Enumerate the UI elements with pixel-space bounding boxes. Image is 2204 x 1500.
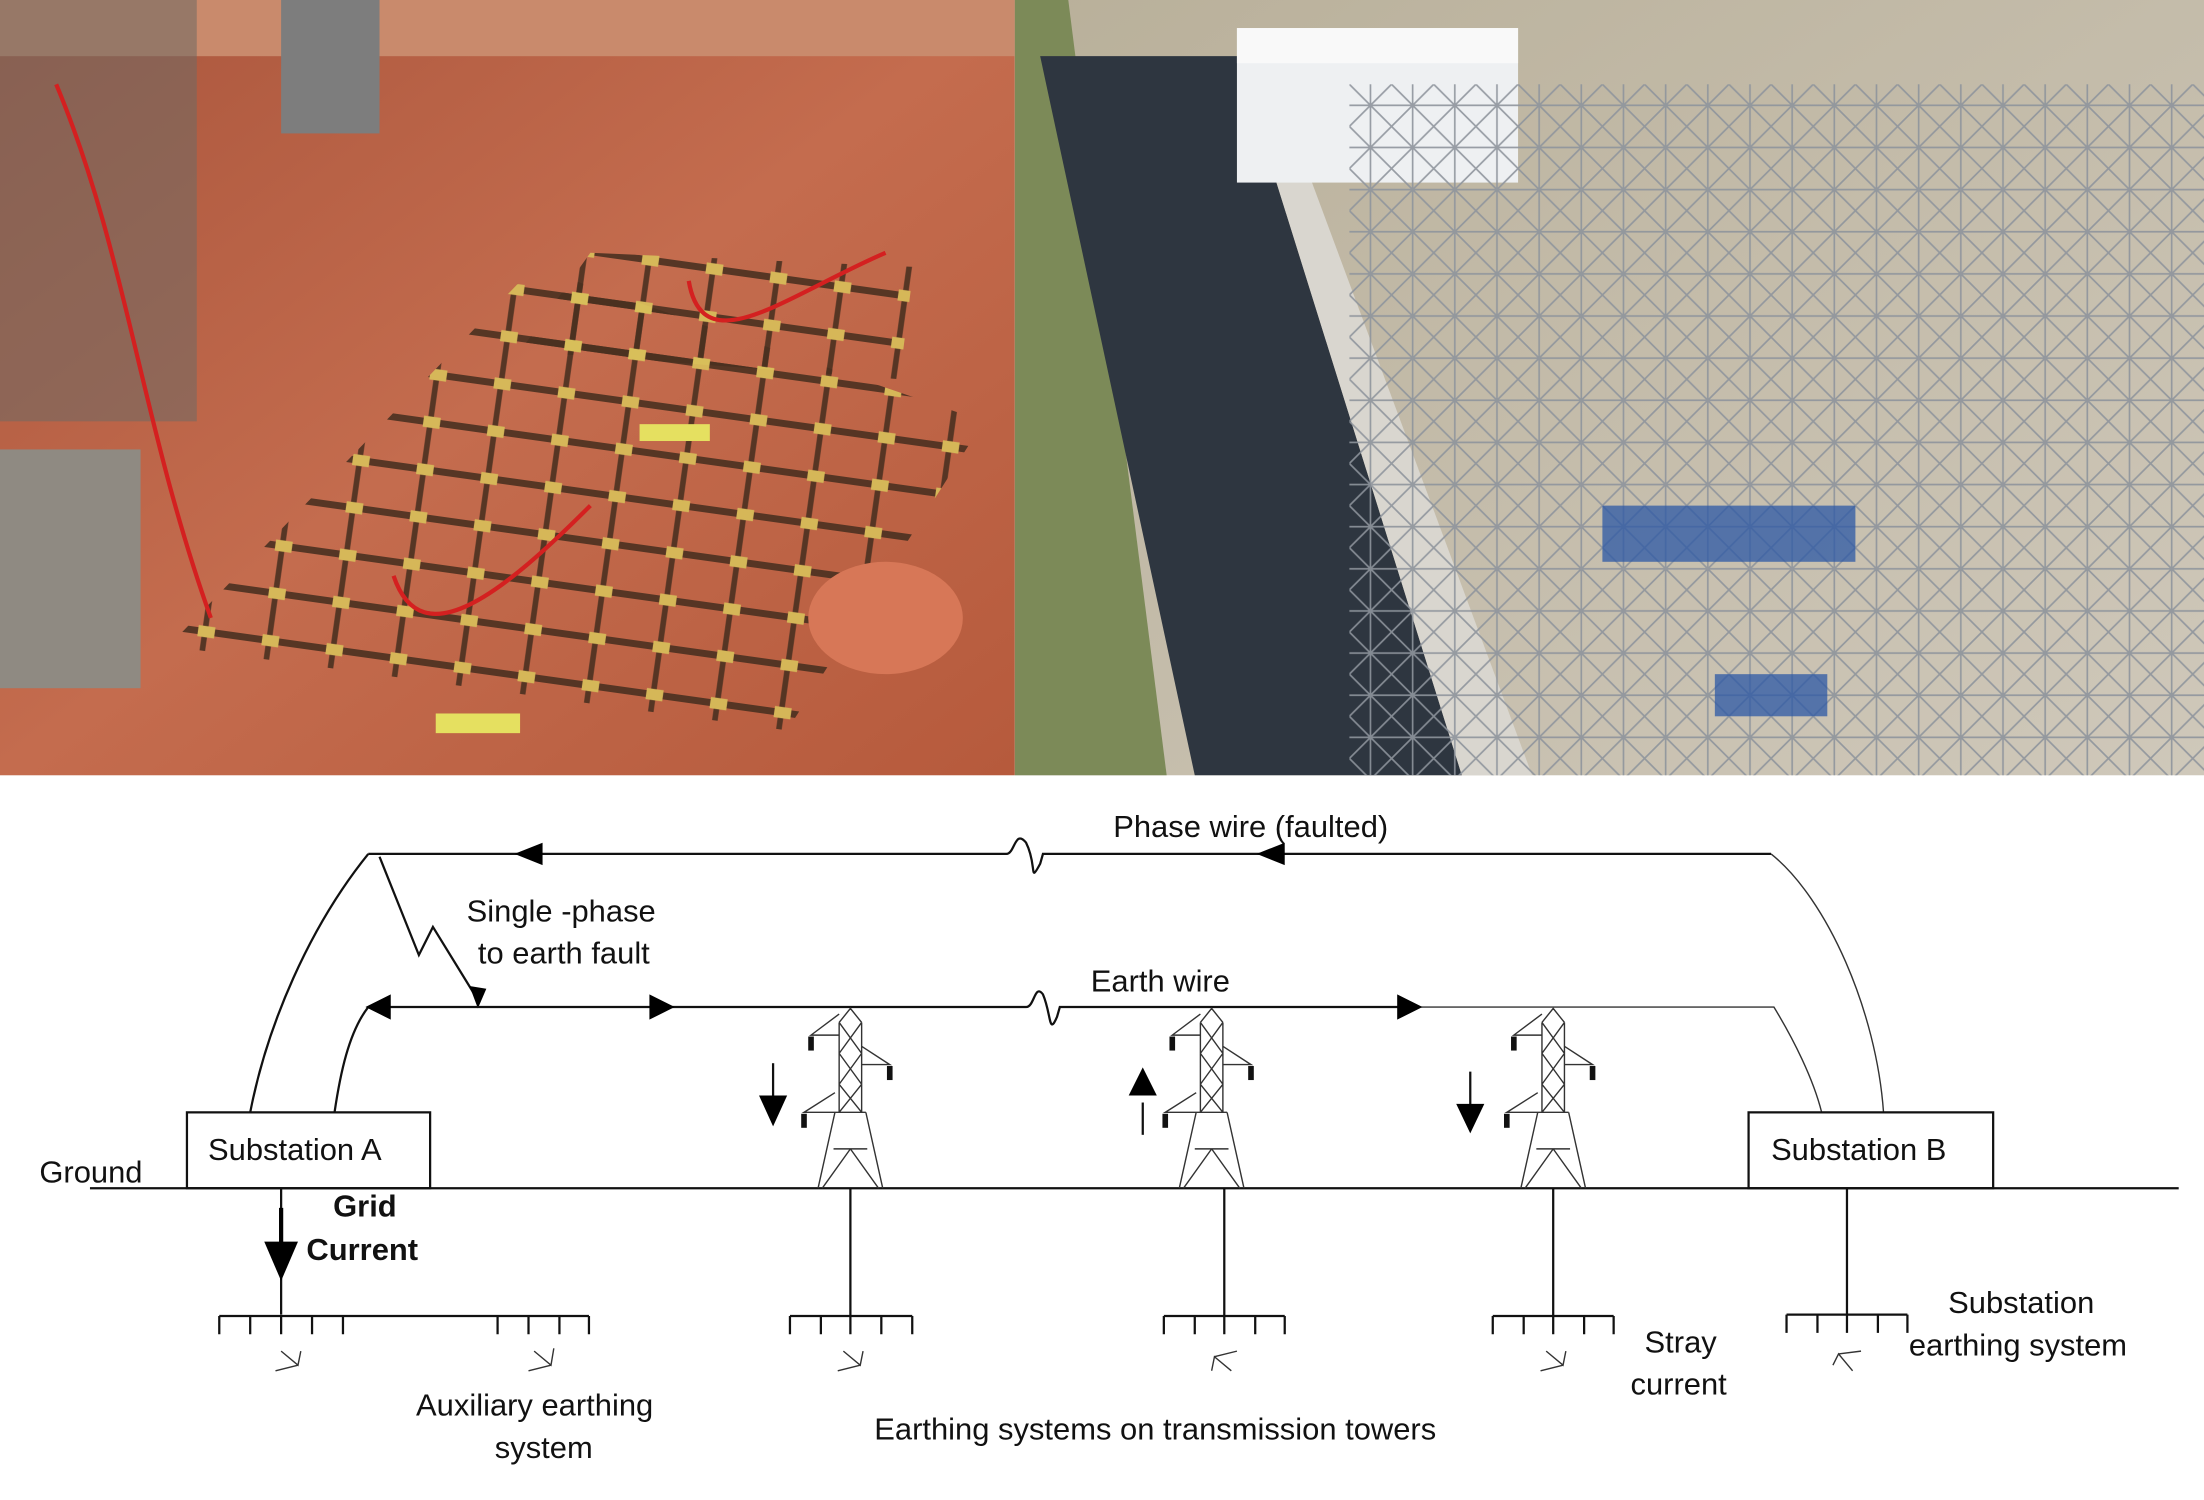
substation-earthing-system [1785, 1188, 1909, 1372]
phase-wire [249, 837, 1885, 1113]
fault-current-diagram: Phase wire (faulted) Single -phase to ea… [39, 809, 2179, 1465]
substation-b-label: Substation B [1771, 1132, 1946, 1167]
fault-label-line2: to earth fault [478, 935, 650, 970]
grid-current-arrow-icon [264, 1241, 298, 1281]
substation-aerial-photo [1014, 0, 2204, 776]
towers-earthing-label: Earthing systems on transmission towers [874, 1412, 1436, 1447]
tower-current-arrow-2 [1128, 1067, 1157, 1135]
stray-current-label-line2: current [1631, 1367, 1728, 1402]
ground-label: Ground [39, 1155, 142, 1190]
tower-earthing-system-2 [1162, 1188, 1286, 1372]
auxiliary-earthing-system [218, 1314, 591, 1372]
earth-wire-label: Earth wire [1091, 964, 1230, 999]
substation-earthing-label-line2: earthing system [1909, 1327, 2127, 1362]
tower-earthing-system-3 [1491, 1188, 1615, 1372]
phase-wire-label: Phase wire (faulted) [1113, 809, 1388, 844]
grid-current-label-line1: Grid [333, 1188, 397, 1223]
transmission-tower-icon [1504, 1007, 1596, 1189]
fault-lightning-icon [378, 856, 479, 1001]
substation-a: Substation A [185, 1111, 432, 1190]
substation-earthing-label-line1: Substation [1948, 1285, 2094, 1320]
aux-label-line2: system [495, 1430, 593, 1465]
phase-arrow-right [1256, 842, 1285, 866]
stray-current-label-line1: Stray [1645, 1325, 1718, 1360]
stray-current-icon [275, 1350, 302, 1372]
grid-current-label-line2: Current [306, 1232, 418, 1267]
fault-label-line1: Single -phase [467, 893, 656, 928]
tower-earthing-system-1 [788, 1188, 914, 1372]
earth-wire [333, 990, 1823, 1113]
earth-arrow-right [1397, 994, 1423, 1020]
substation-b: Substation B [1747, 1111, 1995, 1190]
aux-label-line1: Auxiliary earthing [416, 1388, 653, 1423]
transmission-tower-icon [801, 1007, 893, 1189]
earth-arrow-left [365, 994, 391, 1020]
transmission-tower-icon [1162, 1007, 1254, 1189]
tower-current-arrow-1 [759, 1063, 788, 1127]
substation-a-label: Substation A [208, 1132, 382, 1167]
stray-current-icon [528, 1348, 555, 1372]
phase-arrow-left [514, 842, 543, 866]
earthing-grid-photo [0, 0, 1015, 776]
earth-arrow-mid [649, 994, 675, 1020]
tower-current-arrow-3 [1456, 1071, 1485, 1134]
